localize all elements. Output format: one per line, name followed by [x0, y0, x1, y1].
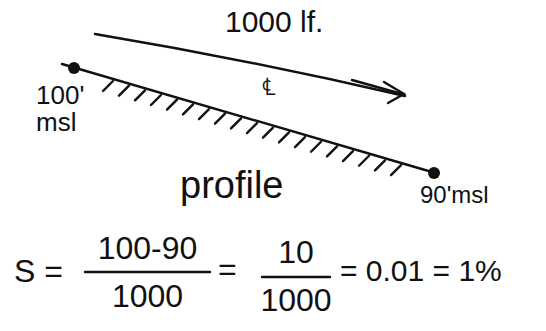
- hatch-stroke: [215, 114, 225, 124]
- hatch-stroke: [119, 86, 129, 96]
- formula-result: = 0.01 = 1%: [340, 255, 502, 287]
- hatch-stroke: [247, 123, 257, 133]
- hatch-stroke: [295, 137, 305, 147]
- formula-term: =: [218, 253, 237, 287]
- hatch-stroke: [327, 146, 337, 156]
- centerline-symbol: ℄: [262, 74, 276, 99]
- fraction-bar: [85, 271, 210, 273]
- hatch-stroke: [343, 151, 353, 161]
- hatch-stroke: [359, 156, 369, 166]
- point-dot: [68, 62, 80, 74]
- heading-note: profile: [180, 166, 284, 206]
- elevation-label: 90'msl: [420, 182, 489, 207]
- formula-numerator: 100-90: [85, 232, 210, 266]
- hatch-stroke: [151, 95, 161, 105]
- formula-denominator: 1000: [256, 284, 336, 318]
- hatch-stroke: [135, 90, 145, 100]
- hatch-stroke: [183, 104, 193, 114]
- formula-numerator: 10: [262, 236, 330, 270]
- hatch-stroke: [231, 118, 241, 128]
- ground-hatching: [103, 81, 401, 175]
- hatch-stroke: [391, 165, 401, 175]
- pipe-invert-line: [62, 64, 432, 172]
- point-dot: [428, 167, 440, 179]
- fraction-bar: [262, 276, 330, 278]
- formula-term: S =: [14, 255, 63, 289]
- hatch-stroke: [263, 128, 273, 138]
- hatch-stroke: [311, 142, 321, 152]
- flow-arrow-head: [384, 82, 404, 103]
- hatch-stroke: [167, 100, 177, 110]
- hatch-stroke: [199, 109, 209, 119]
- hatch-stroke: [103, 81, 113, 91]
- formula-denominator: 1000: [85, 280, 210, 314]
- hatch-stroke: [279, 132, 289, 142]
- length-label: 1000 lf.: [225, 6, 323, 38]
- hatch-stroke: [375, 160, 385, 170]
- elevation-label: 100' msl: [36, 82, 94, 137]
